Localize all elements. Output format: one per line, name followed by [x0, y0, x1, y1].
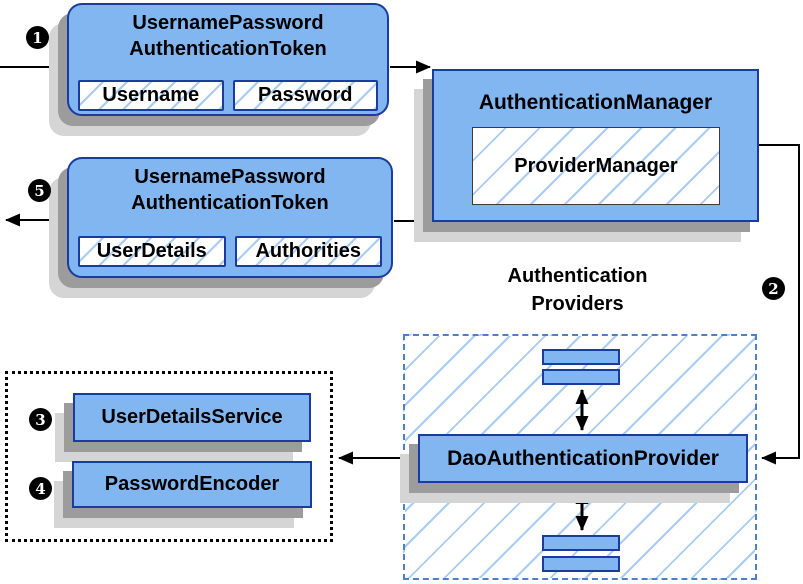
request-token-node: UsernamePassword AuthenticationToken Use… — [67, 3, 389, 116]
result-token-fields: UserDetails Authorities — [78, 236, 382, 267]
result-token-title: UsernamePassword AuthenticationToken — [69, 159, 391, 216]
authentication-providers-heading-line1: Authentication — [507, 265, 648, 287]
provider-placeholder-bar-3 — [542, 535, 620, 551]
step-2-badge: 2 — [762, 277, 785, 300]
password-field: Password — [232, 80, 378, 111]
request-token-fields: Username Password — [78, 80, 378, 111]
result-token-node: UsernamePassword AuthenticationToken Use… — [67, 157, 393, 278]
flow-arrow-step2-manager-to-provider — [759, 144, 800, 465]
authorities-field: Authorities — [234, 236, 382, 267]
step-4-badge: 4 — [29, 477, 52, 500]
authentication-manager-node: AuthenticationManager ProviderManager — [432, 69, 759, 222]
provider-placeholder-bar-1 — [542, 349, 620, 365]
provider-placeholder-bar-4 — [542, 556, 620, 572]
authentication-providers-heading-line2: Providers — [531, 293, 624, 315]
password-encoder-node: PasswordEncoder — [72, 461, 312, 508]
request-token-title-line2: AuthenticationToken — [129, 38, 327, 60]
user-details-field: UserDetails — [78, 236, 226, 267]
authentication-manager-title: AuthenticationManager — [478, 91, 713, 114]
result-token-title-line2: AuthenticationToken — [131, 192, 329, 214]
provider-manager-node: ProviderManager — [472, 127, 720, 205]
username-field: Username — [78, 80, 224, 111]
step-1-badge: 1 — [26, 26, 49, 49]
dao-authentication-provider-node: DaoAuthenticationProvider — [418, 434, 748, 483]
result-token-title-line1: UsernamePassword — [134, 166, 326, 188]
step-3-badge: 3 — [29, 408, 52, 431]
request-token-title: UsernamePassword AuthenticationToken — [69, 5, 387, 62]
step-5-badge: 5 — [28, 179, 51, 202]
request-token-title-line1: UsernamePassword — [132, 12, 324, 34]
authentication-providers-heading: Authentication Providers — [450, 262, 705, 318]
user-details-service-node: UserDetailsService — [73, 393, 311, 442]
provider-placeholder-bar-2 — [542, 369, 620, 385]
